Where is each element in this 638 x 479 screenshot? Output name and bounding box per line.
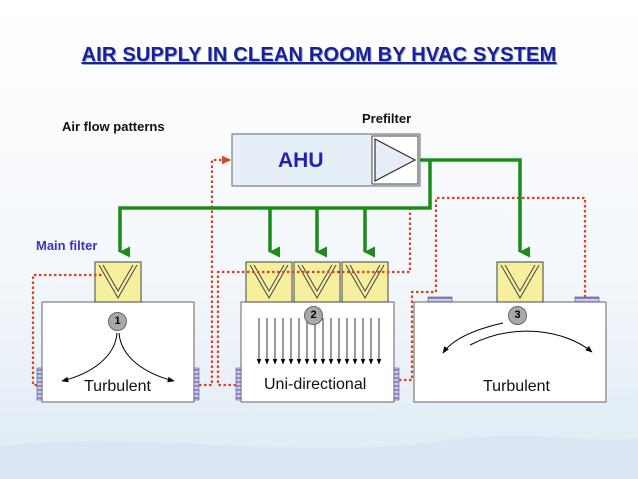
page-title: AIR SUPPLY IN CLEAN ROOM BY HVAC SYSTEM — [81, 44, 557, 66]
return-grille — [193, 367, 200, 401]
room-3-label: Turbulent — [483, 378, 550, 395]
room-2 — [240, 301, 395, 403]
hepa-filters — [94, 261, 544, 303]
room-2-label: Uni-directional — [264, 376, 367, 393]
room-1-number-badge: 1 — [108, 312, 127, 331]
room-1-label: Turbulent — [84, 378, 151, 395]
room-2-number-badge: 2 — [304, 306, 323, 325]
supply-air-lines — [118, 158, 531, 258]
airflow-arrows — [61, 322, 593, 383]
room-3-number-badge: 3 — [508, 306, 527, 325]
return-grille — [574, 296, 600, 303]
unidirectional-arrows — [256, 318, 382, 365]
main-filter-label: Main filter — [36, 238, 98, 253]
return-grille — [235, 367, 242, 401]
prefilter-label: Prefilter — [362, 111, 412, 126]
return-grille — [36, 367, 43, 401]
return-grille — [393, 367, 400, 401]
return-grille — [427, 296, 453, 303]
ahu-label: AHU — [278, 149, 324, 172]
air-flow-patterns-label: Air flow patterns — [62, 119, 165, 134]
